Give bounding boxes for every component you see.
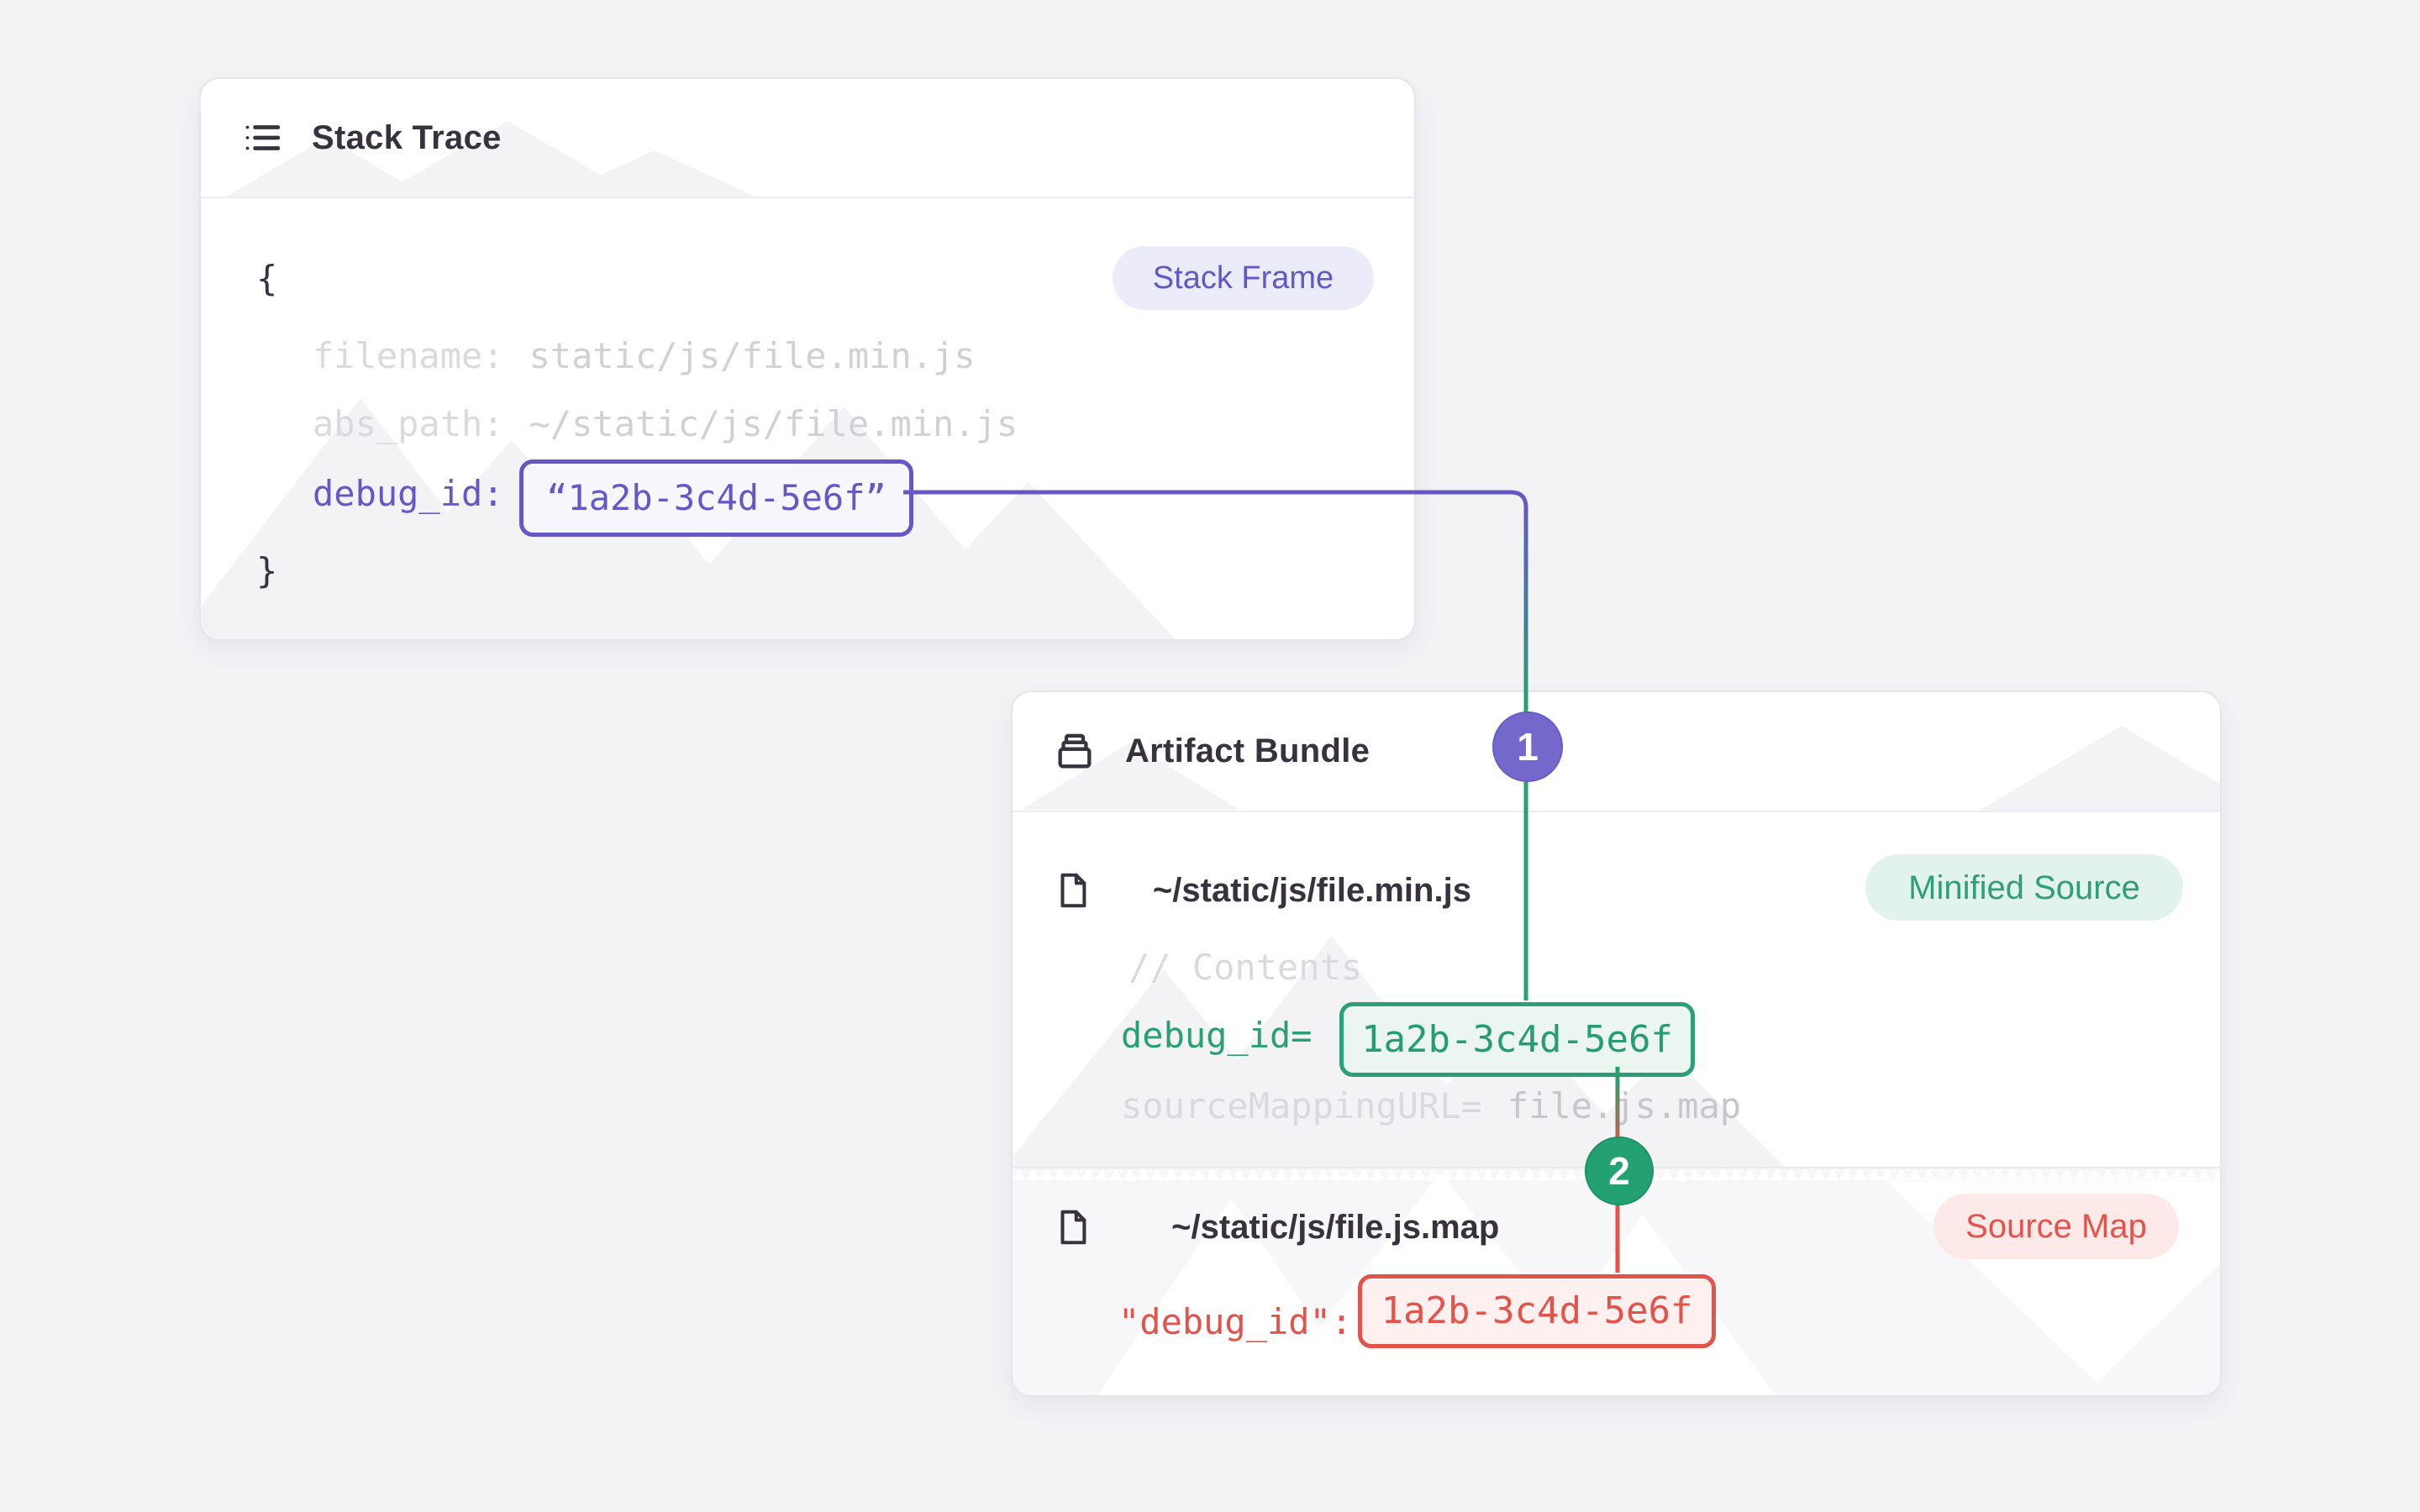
code-line-filename: filename: static/js/file.min.js bbox=[313, 339, 976, 374]
artifact-bundle-title: Artifact Bundle bbox=[1125, 732, 1370, 769]
bundle-debug-id-value-box: 1a2b-3c4d-5e6f bbox=[1339, 1002, 1695, 1077]
step-circle-1: 1 bbox=[1492, 711, 1563, 782]
file-icon bbox=[1053, 794, 1128, 987]
stack-trace-title: Stack Trace bbox=[312, 118, 502, 156]
sourcemap-path: ~/static/js/file.js.map bbox=[1171, 1208, 1500, 1246]
archive-icon bbox=[1053, 730, 1097, 774]
stack-trace-card: Stack Trace Stack Frame { filename: stat… bbox=[199, 77, 1416, 641]
open-brace: { bbox=[256, 258, 278, 299]
artifact-bundle-card: Artifact Bundle ~/static/js/file.min.js … bbox=[1011, 690, 2222, 1397]
step-circle-2: 2 bbox=[1585, 1137, 1654, 1205]
source-mapping-line: sourceMappingURL= file.js.map bbox=[1121, 1089, 1741, 1124]
source-map-badge: Source Map bbox=[1933, 1194, 2179, 1259]
filename-value: static/js/file.min.js bbox=[529, 335, 976, 376]
source-mapping-label: sourceMappingURL= bbox=[1121, 1085, 1482, 1126]
stack-trace-header: Stack Trace bbox=[201, 79, 1414, 198]
filename-label: filename: bbox=[313, 335, 504, 376]
debug-id-value-box: “1a2b-3c4d-5e6f” bbox=[519, 459, 913, 537]
close-brace: } bbox=[256, 550, 278, 591]
file-row-sourcemap: ~/static/js/file.js.map bbox=[1053, 1131, 1499, 1324]
code-line-abs-path: abs_path: ~/static/js/file.min.js bbox=[313, 407, 1018, 442]
list-icon bbox=[241, 117, 283, 159]
abs-path-value: ~/static/js/file.min.js bbox=[529, 403, 1018, 444]
minified-path: ~/static/js/file.min.js bbox=[1152, 871, 1471, 909]
debug-id-label: debug_id: bbox=[313, 473, 504, 514]
contents-comment: // Contents bbox=[1128, 947, 1363, 988]
abs-path-label: abs_path: bbox=[313, 403, 504, 444]
source-mapping-value: file.js.map bbox=[1507, 1085, 1742, 1126]
minified-source-badge: Minified Source bbox=[1865, 854, 2183, 921]
sourcemap-debug-id-value-box: 1a2b-3c4d-5e6f bbox=[1358, 1274, 1716, 1348]
artifact-bundle-header: Artifact Bundle bbox=[1013, 692, 2220, 812]
bundle-debug-id-label: debug_id= bbox=[1121, 1015, 1313, 1056]
file-icon bbox=[1053, 1131, 1146, 1324]
stack-frame-badge: Stack Frame bbox=[1113, 246, 1374, 310]
sourcemap-debug-id-label: "debug_id": bbox=[1118, 1301, 1353, 1342]
